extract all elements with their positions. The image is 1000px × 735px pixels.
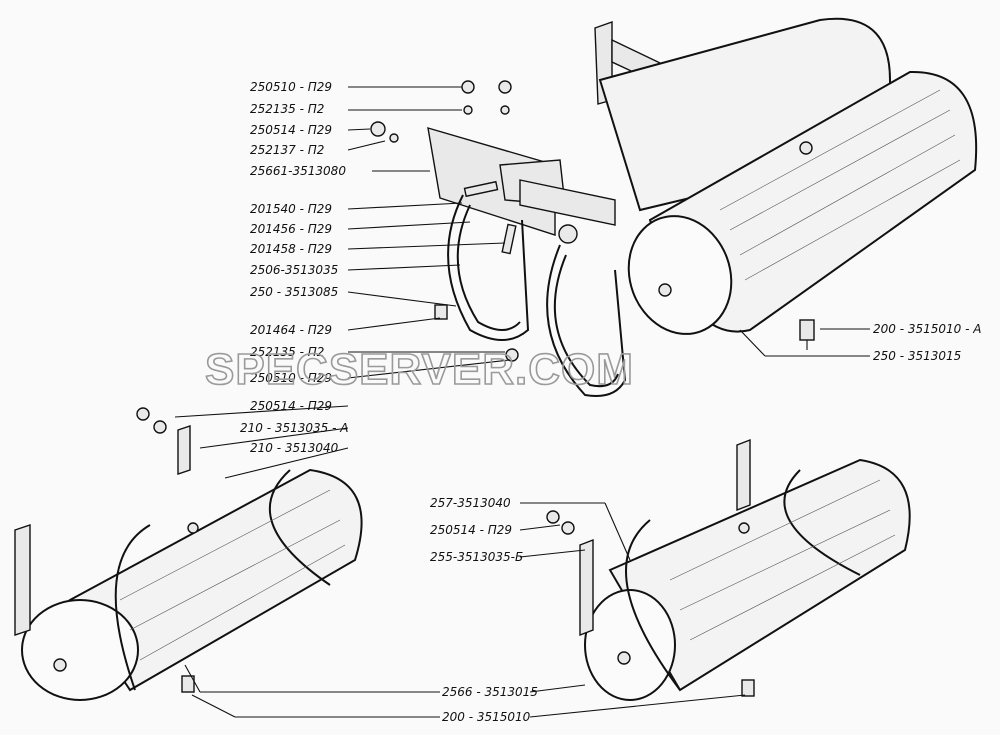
- callout-252137-p2: 252137 - П2: [250, 143, 324, 157]
- callout-210-3513035-a: 210 - 3513035 - А: [240, 421, 348, 435]
- callout-250510-p29-a: 250510 - П29: [250, 80, 332, 94]
- callout-252135-p2-a: 252135 - П2: [250, 102, 324, 116]
- callout-250510-p29-b: 250510 - П29: [250, 371, 332, 385]
- callout-250-3513085: 250 - 3513085: [250, 285, 338, 299]
- callout-201464-p29: 201464 - П29: [250, 323, 332, 337]
- callout-201458-p29: 201458 - П29: [250, 242, 332, 256]
- lower-left-receiver: [14, 407, 363, 701]
- front-bracket: [427, 127, 616, 244]
- hardware-nuts-top: [370, 80, 512, 143]
- callout-201456-p29: 201456 - П29: [250, 222, 332, 236]
- callout-200-3515010-a: 200 - 3515010 - А: [873, 322, 981, 336]
- lower-right-receiver: [546, 438, 911, 701]
- clamp-straps: [434, 180, 627, 397]
- leader-lines: [174, 86, 870, 718]
- callout-250514-p29-b: 250514 - П29: [250, 399, 332, 413]
- callout-labels: 250510 - П29 252135 - П2 250514 - П29 25…: [240, 80, 981, 724]
- callout-255-3513035-b: 255-3513035-Б: [430, 550, 523, 564]
- callout-25661-3513080: 25661-3513080: [250, 164, 346, 178]
- callout-250514-p29-c: 250514 - П29: [430, 523, 512, 537]
- watermark: SPECSERVER.COM: [205, 345, 634, 394]
- drain-valve-top: [799, 319, 815, 350]
- callout-250-3513015: 250 - 3513015: [873, 349, 961, 363]
- front-receiver: [627, 70, 978, 335]
- callout-210-3513040: 210 - 3513040: [250, 441, 339, 455]
- callout-252135-p2-b: 252135 - П2: [250, 345, 324, 359]
- callout-2566-3513015: 2566 - 3513015: [442, 685, 538, 699]
- callout-2506-3513035: 2506-3513035: [250, 263, 338, 277]
- callout-201540-p29: 201540 - П29: [250, 202, 332, 216]
- callout-257-3513040: 257-3513040: [430, 496, 511, 510]
- callout-200-3515010: 200 - 3515010: [442, 710, 531, 724]
- callout-250514-p29-a: 250514 - П29: [250, 123, 332, 137]
